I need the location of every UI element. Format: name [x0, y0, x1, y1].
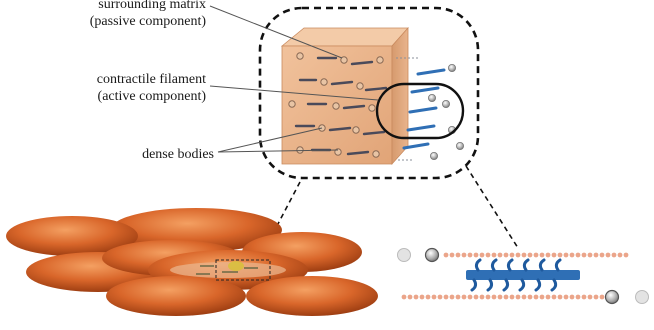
label-surrounding-matrix: surrounding matrix (passive component): [90, 0, 206, 30]
dense-body-icon: [606, 291, 619, 304]
muscle-cell: [246, 276, 378, 316]
label-surrounding-matrix-line1: surrounding matrix: [90, 0, 206, 13]
label-contractile-filament-line2: (active component): [97, 88, 206, 105]
muscle-cell: [106, 276, 246, 316]
dense-body-icon: [636, 291, 649, 304]
label-contractile-filament-line1: contractile filament: [97, 71, 206, 88]
dense-body-icon: [398, 249, 411, 262]
dense-body-icon: [426, 249, 439, 262]
actin-strand-bottom: [402, 295, 605, 300]
actin-strand-top: [444, 253, 629, 258]
matrix-block: [282, 28, 408, 164]
label-dense-bodies-text: dense bodies: [142, 146, 214, 163]
myosin-icon: [466, 270, 580, 280]
label-dense-bodies: dense bodies: [142, 146, 214, 163]
label-surrounding-matrix-line2: (passive component): [90, 13, 206, 30]
smooth-muscle-cells: [6, 208, 378, 316]
label-contractile-filament: contractile filament (active component): [97, 71, 206, 105]
sliding-filament-detail: [398, 249, 649, 304]
